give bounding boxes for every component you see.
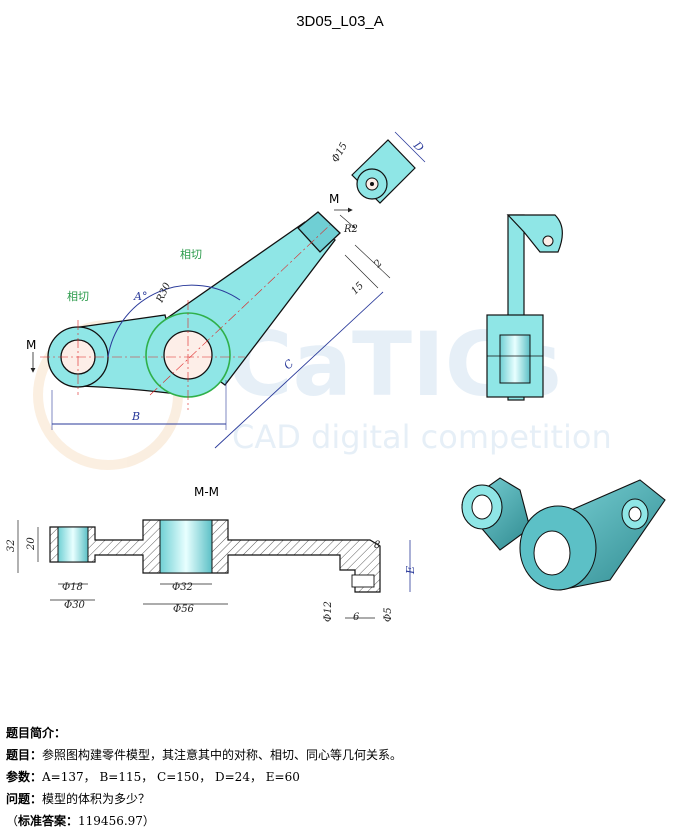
params-text: A=137， B=115， C=150， D=24， E=60 <box>42 770 300 784</box>
section-view: M-M 32 20 Φ18 Φ30 Φ32 Φ56 Φ12 6 Φ5 8 E <box>6 485 417 623</box>
dim-angle: A° <box>133 290 147 303</box>
isometric-view <box>461 477 666 591</box>
dim-20: 20 <box>26 537 37 551</box>
top-end <box>297 211 341 253</box>
answer-text: 119456.97） <box>78 814 155 828</box>
label-m-left: M <box>26 338 36 352</box>
dim-dia-32: Φ32 <box>172 582 193 593</box>
dim-dia-56: Φ56 <box>173 604 195 615</box>
task-label: 题目： <box>6 748 43 762</box>
dim-8: 8 <box>374 540 380 551</box>
intro-heading: 题目简介： <box>6 726 67 740</box>
detail-view: Φ15 D <box>330 131 426 204</box>
answer-label: 标准答案： <box>18 814 79 828</box>
watermark-subtitle: CAD digital competition <box>232 418 612 456</box>
answer-open: （ <box>6 814 19 828</box>
dim-2: 2 <box>372 258 385 271</box>
dim-r30: R30 <box>154 281 173 305</box>
dim-dia-12: Φ12 <box>323 601 334 622</box>
dim-6: 6 <box>353 612 360 623</box>
section-label: M-M <box>194 485 219 499</box>
front-view: M M 相切 相切 A° R30 R2 B C 15 2 <box>26 192 391 449</box>
dim-32: 32 <box>6 539 17 552</box>
task-text: 参照图构建零件模型，其注意其中的对称、相切、同心等几何关系。 <box>42 748 403 762</box>
tangent-label-top: 相切 <box>180 248 202 261</box>
dim-15: 15 <box>349 280 366 297</box>
dim-r2: R2 <box>343 224 358 235</box>
params-label: 参数： <box>6 770 43 784</box>
side-view <box>486 214 563 401</box>
dim-b: B <box>131 410 140 423</box>
dim-d: D <box>410 138 426 154</box>
dim-dia-15: Φ15 <box>330 141 350 165</box>
page-title: 3D05_L03_A <box>296 13 384 30</box>
question-label: 问题： <box>6 792 43 806</box>
technical-drawing: CaTICs CAD digital competition <box>6 131 666 623</box>
dim-dia-18: Φ18 <box>62 582 83 593</box>
tangent-label-left: 相切 <box>67 290 89 303</box>
dim-dia-5: Φ5 <box>383 607 394 622</box>
label-m-top: M <box>329 192 339 206</box>
problem-info: 题目简介： 题目：参照图构建零件模型，其注意其中的对称、相切、同心等几何关系。 … <box>6 722 676 832</box>
dim-e: E <box>404 566 417 575</box>
question-text: 模型的体积为多少？ <box>42 792 151 806</box>
dim-dia-30: Φ30 <box>64 600 86 611</box>
